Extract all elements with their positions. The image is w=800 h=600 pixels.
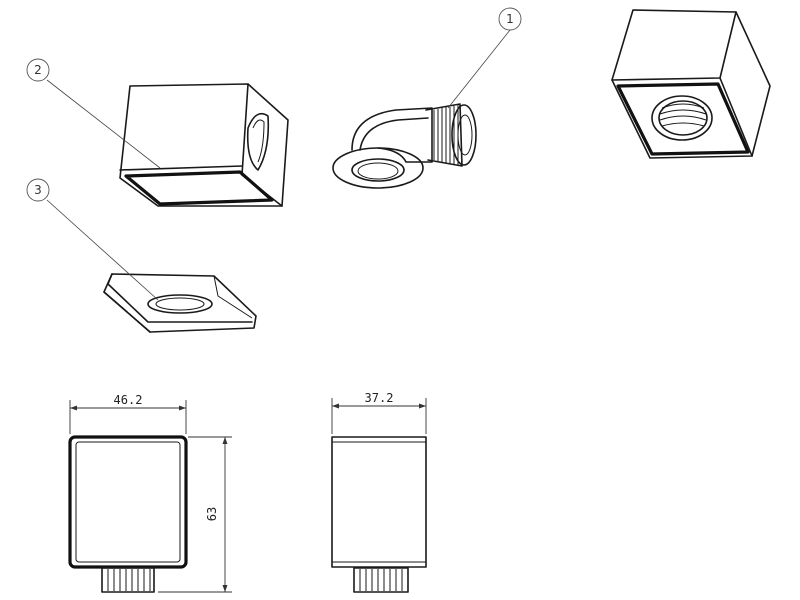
dimension-height: 63 xyxy=(158,436,232,593)
callout-bubble-2 xyxy=(26,58,50,82)
assembled-cube xyxy=(611,9,771,159)
callout-bubble-1 xyxy=(498,7,522,31)
dim-label-height: 63 xyxy=(205,507,219,521)
callout-label-1: 1 xyxy=(506,12,514,26)
elbow-fitting-part xyxy=(332,103,477,189)
callout-2: 2 xyxy=(26,58,161,169)
dimension-front-width: 46.2 xyxy=(69,393,187,434)
dim-label-front-width: 46.2 xyxy=(114,393,143,407)
callout-3: 3 xyxy=(26,178,159,301)
side-view xyxy=(331,436,427,593)
front-view xyxy=(68,435,188,593)
callout-label-2: 2 xyxy=(34,63,42,77)
housing-part xyxy=(119,83,289,207)
callout-bubble-3 xyxy=(26,178,50,202)
dim-label-side-width: 37.2 xyxy=(365,391,394,405)
callout-label-3: 3 xyxy=(34,183,42,197)
callout-1: 1 xyxy=(447,7,522,109)
dimension-side-width: 37.2 xyxy=(331,391,427,434)
cover-plate-part xyxy=(103,273,257,333)
